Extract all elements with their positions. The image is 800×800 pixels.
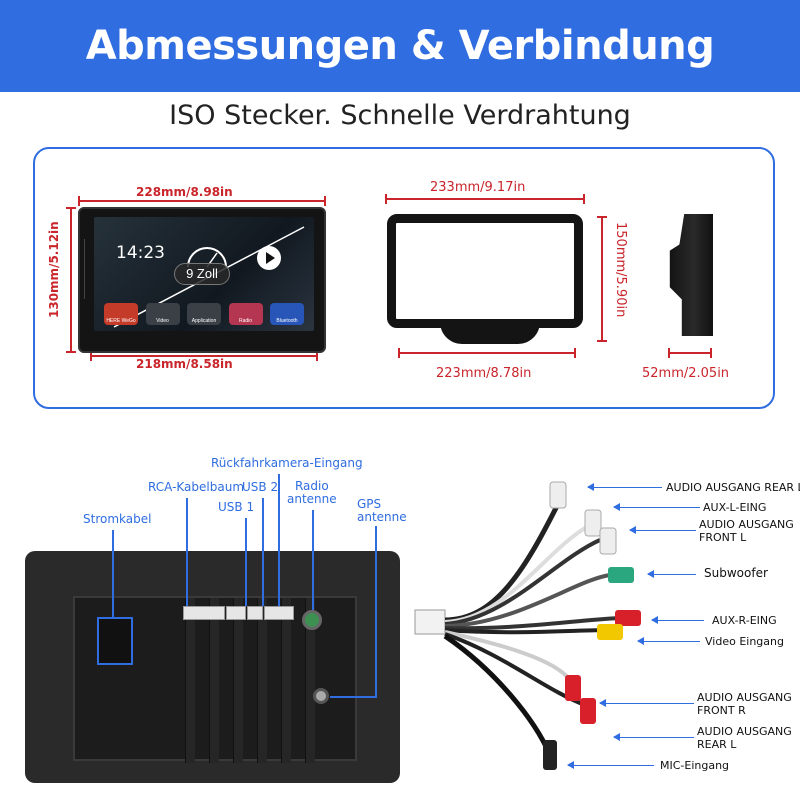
- label-audio-front-l: AUDIO AUSGANG FRONT L: [699, 518, 794, 544]
- arrow-aux-l: [613, 503, 700, 511]
- label-aux-l: AUX-L-EING: [703, 501, 767, 514]
- arrow-aux-r: [651, 616, 704, 624]
- label-power: Stromkabel: [83, 512, 152, 526]
- leader-gps-v: [375, 526, 377, 698]
- frame-width-bottom-label: 223mm/8.78in: [436, 366, 532, 381]
- app-video: Video: [145, 303, 180, 325]
- cable-harness: [414, 481, 641, 770]
- frame-width-top-line: [385, 194, 585, 204]
- mounting-frame-bottom: [440, 322, 540, 344]
- arrow-front-r: [599, 699, 694, 707]
- label-audio-rear-l-2: AUDIO AUSGANG REAR L: [697, 725, 792, 751]
- screen-clock: 14:23: [116, 243, 165, 263]
- arrow-mic: [567, 761, 654, 769]
- frame-width-bottom-line: [398, 348, 576, 358]
- mic-plug: [543, 740, 557, 770]
- leader-rca: [186, 498, 188, 606]
- side-buttons: [84, 239, 90, 299]
- radio-antenna-connector: [302, 610, 322, 630]
- arrow-rear-l-2: [613, 733, 694, 741]
- frame-height-line: [597, 216, 607, 342]
- frame-height-label: 150mm/5.90in: [613, 222, 628, 318]
- arrow-front-l: [629, 526, 696, 534]
- rca-connector: [183, 606, 225, 620]
- leader-power: [112, 530, 114, 618]
- unit-width-top-label: 228mm/8.98in: [136, 185, 233, 199]
- label-radio-antenna: Radio antenne: [287, 479, 337, 506]
- usb1-connector: [226, 606, 246, 620]
- label-camera: Rückfahrkamera-Eingang: [211, 456, 363, 470]
- label-subwoofer: Subwoofer: [704, 566, 768, 580]
- bracket-depth-line: [668, 348, 712, 358]
- unit-width-bottom-label: 218mm/8.58in: [136, 357, 233, 371]
- title-banner: Abmessungen & Verbindung: [0, 0, 800, 92]
- leader-camera: [278, 474, 280, 606]
- usb2-connector: [247, 606, 263, 620]
- app-application: Application: [187, 303, 221, 325]
- label-usb2: USB 2: [242, 480, 279, 494]
- rca-plug-red-2: [565, 675, 581, 701]
- label-mic-eingang: MIC-Eingang: [660, 759, 730, 772]
- app-here-wego: HERE WeGo: [104, 303, 138, 325]
- rca-plug-white-2: [584, 509, 602, 537]
- head-unit-back: [25, 551, 400, 783]
- label-gps-antenna: GPS antenne: [357, 497, 407, 524]
- label-usb1: USB 1: [218, 500, 255, 514]
- gps-antenna-connector: [313, 688, 329, 704]
- arrow-rear-l: [587, 483, 662, 491]
- unit-height-line: [66, 207, 76, 353]
- rca-plug-red-3: [580, 698, 596, 724]
- mounting-frame: [387, 214, 583, 328]
- leader-usb1: [245, 518, 247, 606]
- label-audio-rear-l: AUDIO AUSGANG REAR L: [666, 481, 800, 494]
- subtitle: ISO Stecker. Schnelle Verdrahtung: [169, 100, 631, 131]
- leader-usb2: [262, 498, 264, 606]
- power-connector: [97, 617, 133, 665]
- leader-radio: [312, 510, 314, 610]
- play-icon: [257, 246, 281, 270]
- unit-width-top-line: [78, 196, 326, 206]
- bracket-depth-label: 52mm/2.05in: [642, 366, 730, 381]
- head-unit-front: 14:23 HERE WeGo Video Application Radio …: [78, 207, 326, 353]
- head-unit-screen: 14:23 HERE WeGo Video Application Radio …: [94, 217, 314, 331]
- rca-plug-red-1: [615, 610, 641, 626]
- arrow-subwoofer: [647, 570, 696, 578]
- rca-plug-green: [608, 567, 634, 583]
- app-row: HERE WeGo Video Application Radio Blueto…: [104, 303, 304, 325]
- frame-width-top-label: 233mm/9.17in: [430, 180, 526, 195]
- label-rca: RCA-Kabelbaum: [148, 480, 245, 494]
- label-aux-r: AUX-R-EING: [712, 614, 777, 627]
- arrow-video: [637, 637, 700, 645]
- label-audio-front-r: AUDIO AUSGANG FRONT R: [697, 691, 792, 717]
- unit-width-bottom-line: [90, 351, 318, 361]
- rca-plug-yellow: [597, 624, 623, 640]
- label-video-eingang: Video Eingang: [705, 635, 784, 648]
- page-title: Abmessungen & Verbindung: [85, 23, 715, 69]
- screen-size-badge: 9 Zoll: [174, 263, 230, 285]
- app-radio: Radio: [228, 303, 263, 325]
- camera-connector: [264, 606, 294, 620]
- rca-plug-white-1: [549, 481, 567, 509]
- leader-gps-h: [330, 696, 377, 698]
- app-bluetooth: Bluetooth: [270, 303, 304, 325]
- rca-plug-white-3: [599, 527, 617, 555]
- unit-height-label: 130mm/5.12in: [47, 221, 61, 318]
